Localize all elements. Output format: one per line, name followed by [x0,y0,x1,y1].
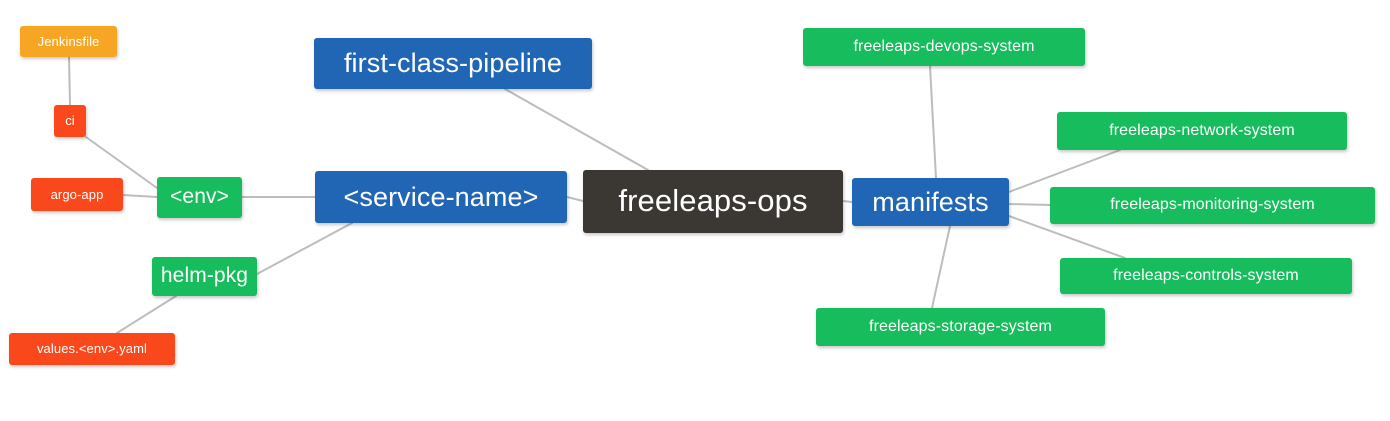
node-devops[interactable]: freeleaps-devops-system [803,28,1085,66]
edge-root-to-service [566,196,584,202]
edge-pipeline-to-root [504,88,649,171]
node-service[interactable]: <service-name> [315,171,567,223]
node-pipeline[interactable]: first-class-pipeline [314,38,592,89]
node-jenkinsfile[interactable]: Jenkinsfile [20,26,117,57]
node-root[interactable]: freeleaps-ops [583,170,843,233]
edge-ci-to-jenkinsfile [68,56,71,106]
node-env[interactable]: <env> [157,177,242,218]
edge-manifests-to-network [1008,149,1121,193]
edge-manifests-to-devops [929,65,937,179]
edge-manifests-to-monitoring [1008,203,1051,206]
node-valuesyaml[interactable]: values.<env>.yaml [9,333,175,365]
node-ci[interactable]: ci [54,105,86,137]
edge-helm-to-valuesyaml [116,295,177,334]
node-monitoring[interactable]: freeleaps-monitoring-system [1050,187,1375,224]
node-storage[interactable]: freeleaps-storage-system [816,308,1105,346]
node-helm[interactable]: helm-pkg [152,257,257,296]
edge-env-to-argoapp [122,194,158,198]
node-controls[interactable]: freeleaps-controls-system [1060,258,1352,294]
edge-root-to-manifests [842,200,853,203]
node-argoapp[interactable]: argo-app [31,178,123,211]
node-manifests[interactable]: manifests [852,178,1009,226]
edge-service-to-helm [256,222,353,275]
node-network[interactable]: freeleaps-network-system [1057,112,1347,150]
edge-manifests-to-storage [931,225,951,309]
